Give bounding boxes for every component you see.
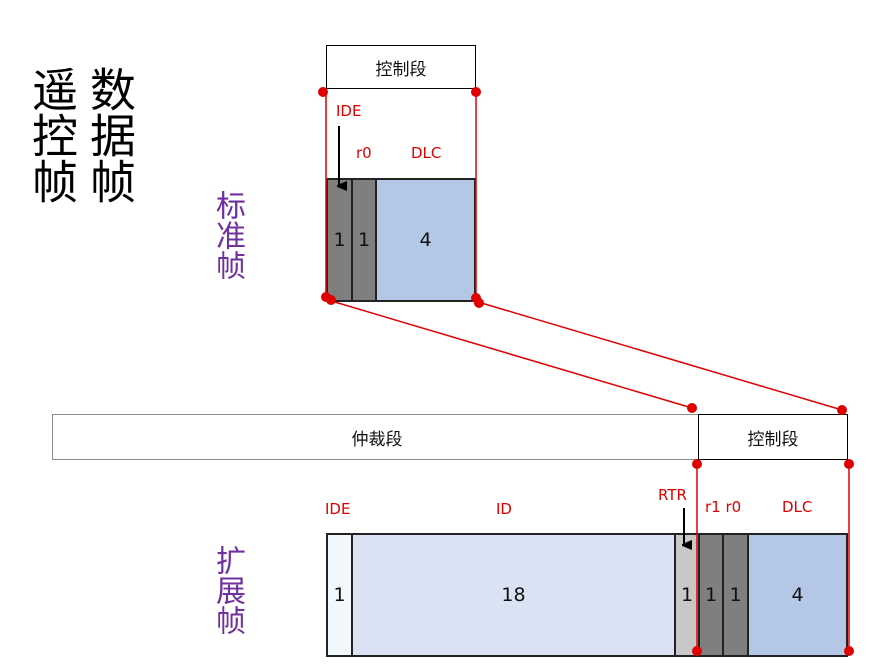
standard-ide-label: IDE — [336, 102, 362, 120]
standard-dlc-cell: 4 — [375, 178, 476, 302]
standard-r0-label: r0 — [356, 144, 372, 162]
extended-dlc-label: DLC — [782, 498, 813, 516]
dot-std-top-left — [318, 87, 328, 97]
left-diagonal-connector — [327, 299, 693, 409]
dot-std-top-right — [471, 87, 481, 97]
dot-ext-mid-right — [844, 459, 854, 469]
dot-std-bottom-right-2 — [474, 298, 484, 308]
extended-arbitration-segment-box: 仲裁段 — [52, 414, 702, 460]
dot-ext-top-right — [837, 405, 847, 415]
standard-frame-label: 标准帧 — [210, 190, 245, 280]
dot-ext-top-left — [687, 403, 697, 413]
extended-id-cell: 18 — [351, 533, 676, 657]
dot-std-bottom-left-2 — [326, 295, 336, 305]
extended-frame-label: 扩展帧 — [210, 545, 245, 635]
remote-frame-title: 遥控帧 — [25, 66, 79, 204]
extended-id-label: ID — [496, 500, 512, 518]
data-frame-title: 数据帧 — [83, 66, 137, 204]
extended-rtr-label: RTR — [658, 486, 687, 504]
extended-ide-label: IDE — [325, 500, 351, 518]
dot-ext-bottom-left — [692, 646, 702, 656]
dot-ext-mid-left — [692, 459, 702, 469]
standard-dlc-label: DLC — [411, 144, 442, 162]
extended-r1r0-label: r1 r0 — [705, 498, 742, 516]
right-diagonal-connector — [477, 301, 843, 411]
extended-dlc-cell: 4 — [747, 533, 848, 657]
standard-control-segment-box: 控制段 — [326, 45, 476, 89]
dot-ext-bottom-right — [844, 646, 854, 656]
extended-control-segment-box: 控制段 — [698, 414, 848, 460]
